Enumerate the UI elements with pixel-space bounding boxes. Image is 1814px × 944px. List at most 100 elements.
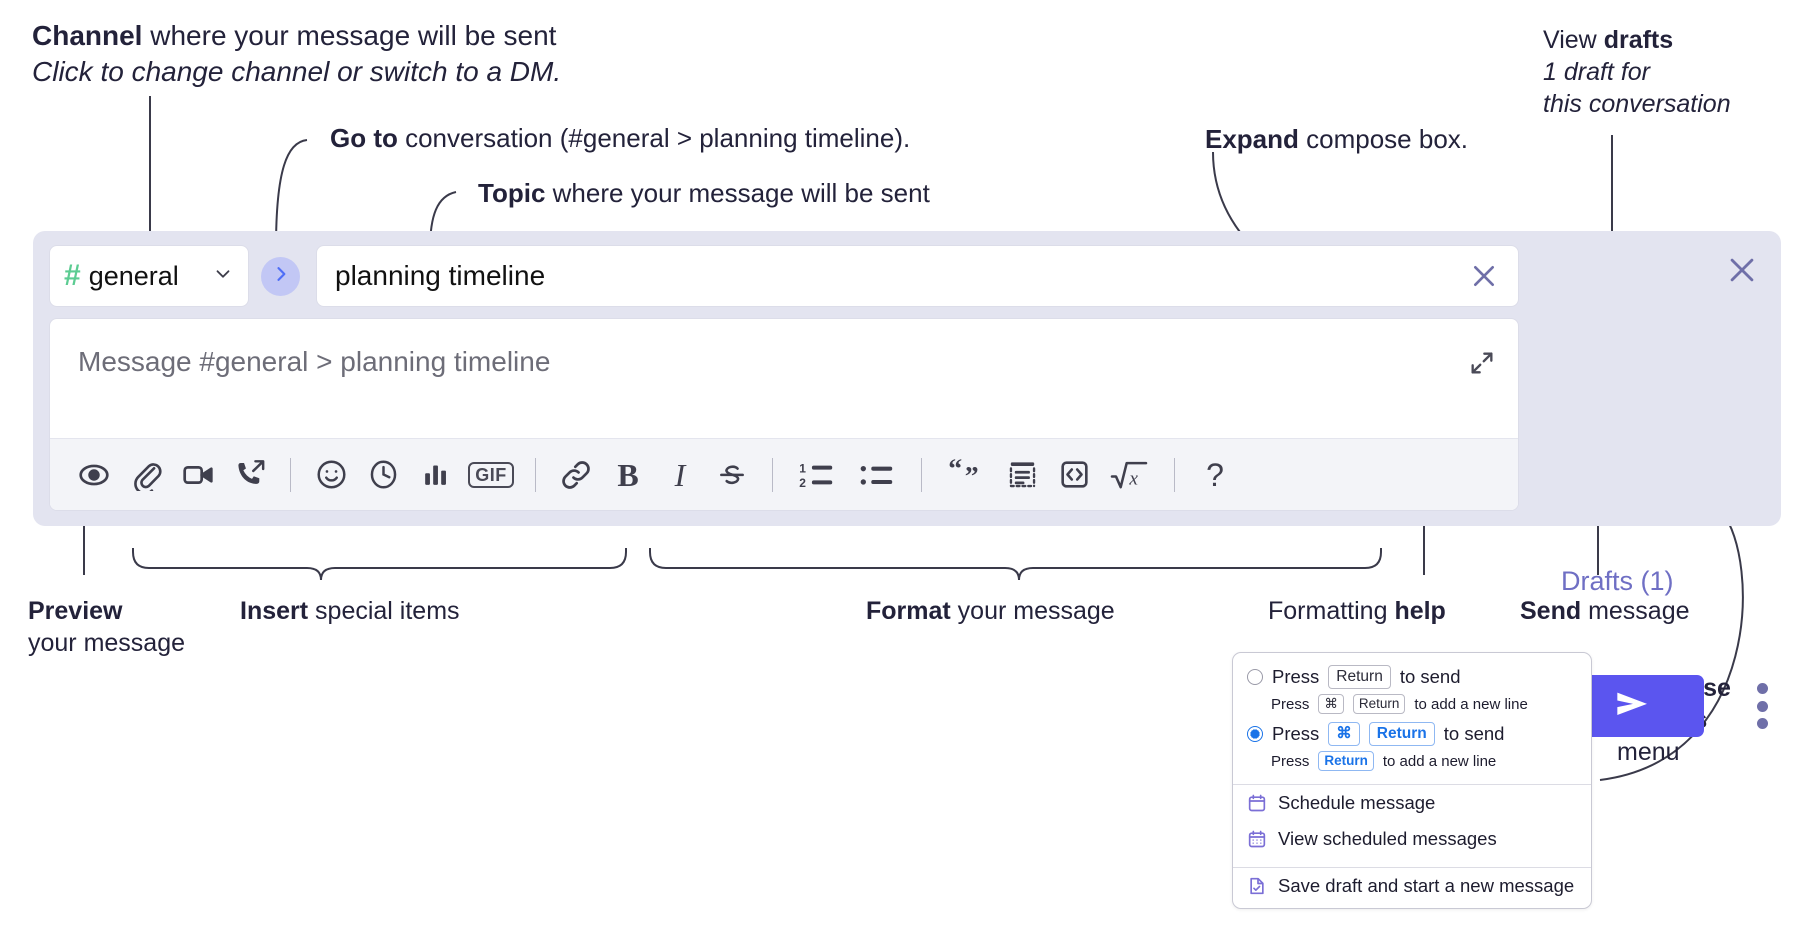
annotation-goto-bold: Go to	[330, 123, 398, 153]
audio-huddle-icon[interactable]	[224, 449, 276, 501]
help-label: ?	[1206, 456, 1224, 493]
link-icon[interactable]	[550, 449, 602, 501]
code-block-icon[interactable]	[996, 449, 1048, 501]
gif-icon[interactable]: GIF	[461, 449, 521, 501]
annotation-send-bold: Send	[1520, 597, 1582, 625]
math-icon[interactable]: x	[1100, 449, 1160, 501]
close-icon[interactable]	[1468, 260, 1500, 292]
menu-option-1-hint: Press Return to add a new line	[1233, 748, 1591, 774]
menu-divider	[1233, 784, 1591, 785]
key-return: Return	[1352, 694, 1406, 714]
menu-item-view-scheduled[interactable]: View scheduled messages	[1233, 821, 1591, 857]
menu-option-0-pre: Press	[1272, 666, 1320, 687]
svg-text:”: ”	[965, 461, 979, 491]
annotation-goto-rest: conversation (#general > planning timeli…	[397, 123, 911, 153]
calendar-grid-icon	[1247, 829, 1267, 849]
annotation-drafts-plain: View	[1543, 26, 1604, 54]
annotation-drafts-italic1: 1 draft for	[1543, 58, 1650, 86]
annotation-send-rest: message	[1581, 597, 1690, 625]
video-clip-icon[interactable]	[172, 449, 224, 501]
menu-item-label: View scheduled messages	[1278, 828, 1497, 849]
radio-button[interactable]	[1247, 669, 1263, 685]
preview-icon[interactable]	[68, 449, 120, 501]
toolbar-separator	[1174, 457, 1175, 492]
document-check-icon	[1247, 876, 1267, 896]
annotation-formatting-help: Formatting help	[1268, 595, 1446, 627]
message-card: Message #general > planning timeline	[49, 318, 1519, 511]
annotation-send: Send message	[1520, 595, 1690, 627]
annotation-channel-bold: Channel	[32, 20, 143, 51]
compose-options-button[interactable]	[1756, 683, 1768, 729]
annotation-expand: Expand compose box.	[1205, 123, 1468, 156]
menu-option-return-to-send[interactable]: Press Return to send	[1233, 663, 1591, 691]
menu-option-cmd-return-to-send[interactable]: Press ⌘ Return to send	[1233, 720, 1591, 748]
key-command: ⌘	[1328, 721, 1360, 747]
chevron-down-icon	[212, 263, 234, 290]
menu-item-save-draft[interactable]: Save draft and start a new message	[1233, 868, 1591, 908]
menu-option-1-sub-post: to add a new line	[1382, 752, 1497, 770]
blockquote-icon[interactable]: “ ”	[936, 449, 996, 501]
annotation-channel-italic: Click to change channel or switch to a D…	[32, 55, 562, 87]
topic-value: planning timeline	[335, 260, 546, 291]
bulleted-list-icon[interactable]	[847, 449, 907, 501]
toolbar-separator	[921, 457, 922, 492]
close-icon[interactable]	[1725, 253, 1759, 292]
drafts-link[interactable]: Drafts (1)	[1561, 566, 1674, 596]
topic-input[interactable]: planning timeline	[316, 245, 1519, 307]
menu-divider	[1233, 867, 1591, 868]
menu-option-1-post: to send	[1443, 723, 1505, 744]
svg-text:“: “	[948, 459, 962, 485]
annotation-preview-bold: Preview	[28, 597, 123, 625]
annotation-channel-rest: where your message will be sent	[142, 20, 557, 51]
annotation-insert: Insert special items	[240, 595, 460, 627]
toolbar-separator	[290, 457, 291, 492]
poll-chart-icon[interactable]	[409, 449, 461, 501]
key-return: Return	[1368, 721, 1435, 747]
goto-conversation-button[interactable]	[261, 257, 300, 296]
annotation-channel: Channel where your message will be sent …	[32, 18, 561, 90]
message-input-placeholder[interactable]: Message #general > planning timeline	[78, 346, 551, 377]
menu-option-1-pre: Press	[1272, 723, 1320, 744]
vertical-dots-icon	[1756, 700, 1768, 712]
annotation-format-rest: your message	[950, 597, 1115, 625]
emoji-icon[interactable]	[305, 449, 357, 501]
menu-item-label: Schedule message	[1278, 792, 1436, 813]
annotation-preview-line2: your message	[28, 629, 186, 657]
menu-option-1-sub-pre: Press	[1271, 752, 1310, 770]
menu-item-schedule-message[interactable]: Schedule message	[1233, 785, 1591, 821]
annotation-drafts-bold: drafts	[1603, 26, 1674, 54]
formatting-help-icon[interactable]: ?	[1189, 449, 1241, 501]
toolbar-separator	[535, 457, 536, 492]
expand-arrows-icon[interactable]	[1468, 349, 1496, 382]
menu-option-0-hint: Press ⌘ Return to add a new line	[1233, 691, 1591, 717]
annotation-view-drafts: View drafts 1 draft for this conversatio…	[1543, 24, 1731, 120]
reminder-clock-icon[interactable]	[357, 449, 409, 501]
key-return: Return	[1328, 664, 1391, 690]
key-return: Return	[1318, 751, 1374, 771]
ordered-list-icon[interactable]: 1 2	[787, 449, 847, 501]
toolbar-separator	[772, 457, 773, 492]
italic-label: I	[674, 456, 686, 493]
menu-option-0-sub-pre: Press	[1271, 695, 1310, 713]
key-command: ⌘	[1318, 694, 1344, 714]
bold-label: B	[617, 456, 639, 493]
gif-label: GIF	[468, 461, 514, 488]
italic-icon[interactable]: I	[654, 449, 706, 501]
bold-icon[interactable]: B	[602, 449, 654, 501]
vertical-dots-icon	[1756, 683, 1768, 694]
annotation-insert-rest: special items	[308, 597, 460, 625]
inline-code-icon[interactable]	[1048, 449, 1100, 501]
radio-button-selected[interactable]	[1247, 726, 1263, 742]
svg-text:x: x	[1128, 469, 1138, 490]
send-paper-plane-icon	[1609, 684, 1655, 729]
strikethrough-icon[interactable]	[706, 449, 758, 501]
menu-option-0-post: to send	[1399, 666, 1461, 687]
annotation-expand-rest: compose box.	[1298, 124, 1469, 154]
formatting-toolbar: GIF B I 1 2	[50, 438, 1518, 510]
annotation-format-bold: Format	[866, 597, 951, 625]
attachment-icon[interactable]	[120, 449, 172, 501]
annotation-drafts-italic2: this conversation	[1543, 90, 1731, 118]
channel-selector[interactable]: # general	[49, 245, 249, 307]
annotation-topic-bold: Topic	[478, 178, 546, 208]
compose-options-menu: Press Return to send Press ⌘ Return to a…	[1232, 652, 1592, 909]
